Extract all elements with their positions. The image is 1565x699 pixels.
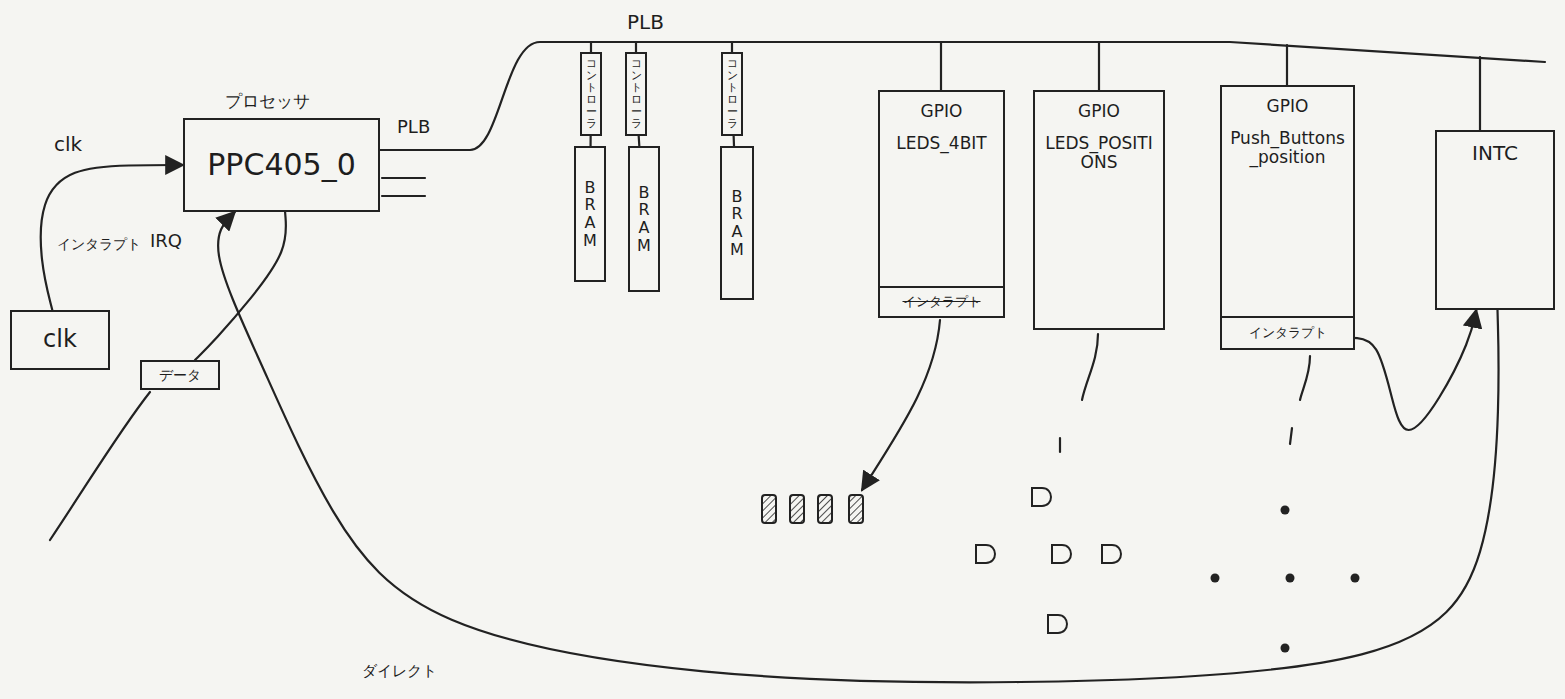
data-line [50, 392, 150, 540]
bus-drop [940, 42, 942, 90]
bus-drop [1098, 42, 1100, 90]
data-box: データ [140, 360, 220, 390]
node-label: GPIO [921, 102, 963, 122]
node-label: PPC405_0 [207, 148, 355, 183]
led-symbol [849, 495, 863, 523]
node-label: コントローラ [727, 58, 738, 131]
push-button-dot [1211, 574, 1220, 583]
gpio-box: GPIO LEDS_4BIT インタラプト [878, 90, 1005, 318]
bus-name: PLB [625, 10, 666, 34]
led-symbol [790, 495, 804, 523]
controller-box: コントローラ [625, 52, 647, 136]
processor-port-line [382, 195, 425, 197]
signal-name: ダイレクト [360, 662, 439, 680]
node-label: GPIO [1078, 102, 1120, 122]
push-button-dot [1351, 574, 1360, 583]
bram-box: BRAM [574, 146, 606, 282]
edge-label: clk [52, 132, 84, 156]
position-led-symbol [1102, 545, 1121, 563]
node-heading: プロセッサ [225, 92, 310, 112]
controller-box: コントローラ [721, 52, 743, 136]
position-led-symbol [1052, 545, 1071, 563]
bram-box: BRAM [628, 146, 660, 292]
push-button-dot [1281, 506, 1290, 515]
node-label: GPIO [1267, 97, 1309, 117]
push-button-dot [1286, 574, 1295, 583]
gpio-box: GPIO LEDS_POSITIONS [1033, 90, 1165, 330]
interrupt-section: インタラプト [880, 286, 1003, 316]
position-led-symbol [1048, 615, 1067, 633]
processor-box: プロセッサPPC405_0 [183, 118, 380, 212]
connector [638, 136, 641, 146]
led-position-wire [1059, 438, 1061, 452]
bus-drop [1286, 45, 1288, 85]
node-label: BRAM [729, 188, 745, 258]
button-wire [1290, 428, 1292, 444]
node-label: BRAM [582, 179, 598, 249]
connector [589, 136, 591, 146]
push-button-dot [1281, 644, 1290, 653]
interrupt-section: インタラプト [1222, 316, 1353, 348]
bus-drop [731, 42, 733, 52]
node-label: コントローラ [631, 58, 642, 131]
node-label: BRAM [636, 184, 652, 254]
position-led-symbol [976, 545, 995, 563]
intc-box: INTC [1435, 130, 1555, 310]
controller-box: コントローラ [580, 52, 602, 136]
connector [41, 165, 183, 310]
node-label: データ [159, 367, 201, 383]
led-symbol [818, 495, 832, 523]
node-label: コントローラ [586, 58, 597, 131]
position-led-symbol [1032, 488, 1051, 506]
node-label: INTC [1472, 142, 1518, 165]
processor-port-line [382, 177, 425, 179]
node-label: clk [43, 326, 77, 354]
bus-drop [1479, 57, 1481, 130]
connector [195, 212, 286, 360]
led-wire [862, 320, 940, 490]
signal-name: IRQ [148, 230, 184, 252]
node-label: インタラプト [1249, 326, 1327, 341]
node-label: Push_Buttons_position [1226, 129, 1349, 168]
bus-drop [635, 42, 637, 52]
bus-name: PLB [395, 116, 432, 138]
connector [733, 136, 736, 146]
signal-name: インタラプト [55, 236, 143, 253]
button-wire [1300, 356, 1310, 400]
led-symbol [762, 495, 776, 523]
clock-box: clk [10, 310, 110, 370]
led-position-wire [1082, 334, 1098, 400]
bram-box: BRAM [720, 146, 754, 300]
connector [1353, 310, 1476, 430]
node-label: インタラプト [903, 295, 981, 310]
node-label: LEDS_4BIT [896, 134, 986, 154]
node-label: LEDS_POSITIONS [1039, 134, 1159, 173]
gpio-box: GPIO Push_Buttons_position インタラプト [1220, 85, 1355, 350]
bus-drop [590, 42, 592, 52]
